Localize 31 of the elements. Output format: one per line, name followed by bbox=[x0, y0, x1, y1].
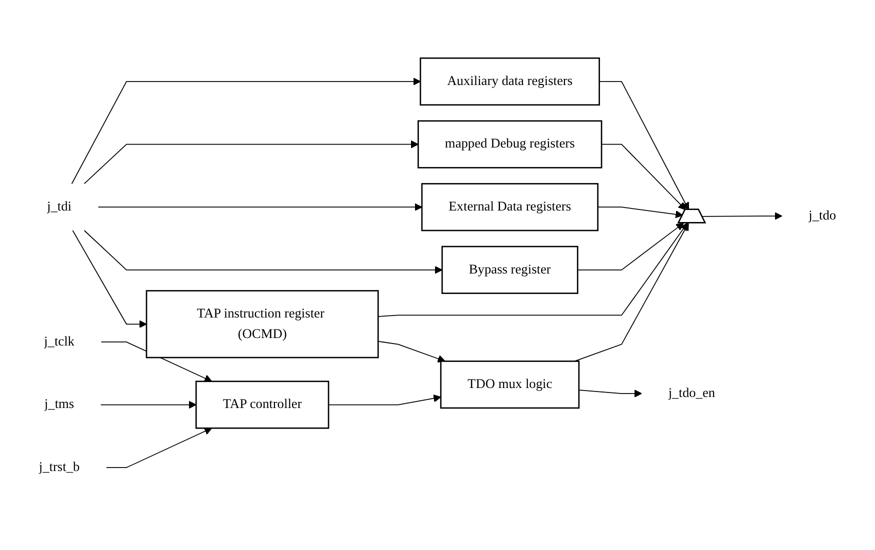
arrow bbox=[378, 223, 688, 318]
arrow bbox=[601, 144, 686, 211]
arrow bbox=[702, 212, 782, 220]
node-text: j_trst_b bbox=[38, 460, 80, 475]
arrow bbox=[98, 204, 422, 212]
arrow bbox=[598, 82, 690, 211]
node-box: External Data registers bbox=[421, 184, 598, 232]
arrow bbox=[574, 223, 689, 362]
arrow bbox=[577, 223, 684, 271]
node-text: j_tms bbox=[44, 398, 74, 412]
node-box: TDO mux logic bbox=[440, 361, 580, 410]
node-box: TAP instruction register (OCMD) bbox=[146, 290, 379, 359]
node-text: j_tdo_en bbox=[668, 386, 716, 401]
arrow bbox=[72, 230, 147, 329]
node-text: j_tclk bbox=[44, 335, 74, 350]
arrow bbox=[597, 207, 684, 219]
arrow bbox=[84, 230, 442, 274]
arrow bbox=[100, 401, 196, 410]
node-box: Auxiliary data registers bbox=[420, 58, 600, 106]
node-box: Bypass register bbox=[441, 246, 578, 294]
node-trapezoid bbox=[677, 209, 706, 224]
arrow bbox=[106, 428, 212, 468]
node-box: TAP controller bbox=[195, 381, 330, 430]
arrow bbox=[328, 394, 442, 406]
arrow bbox=[378, 341, 446, 363]
arrow bbox=[71, 78, 421, 185]
arrow bbox=[578, 390, 642, 398]
node-text: j_tdo bbox=[808, 209, 836, 224]
node-box: mapped Debug registers bbox=[418, 120, 602, 169]
node-text: j_tdi bbox=[47, 200, 72, 214]
arrow bbox=[84, 140, 419, 185]
